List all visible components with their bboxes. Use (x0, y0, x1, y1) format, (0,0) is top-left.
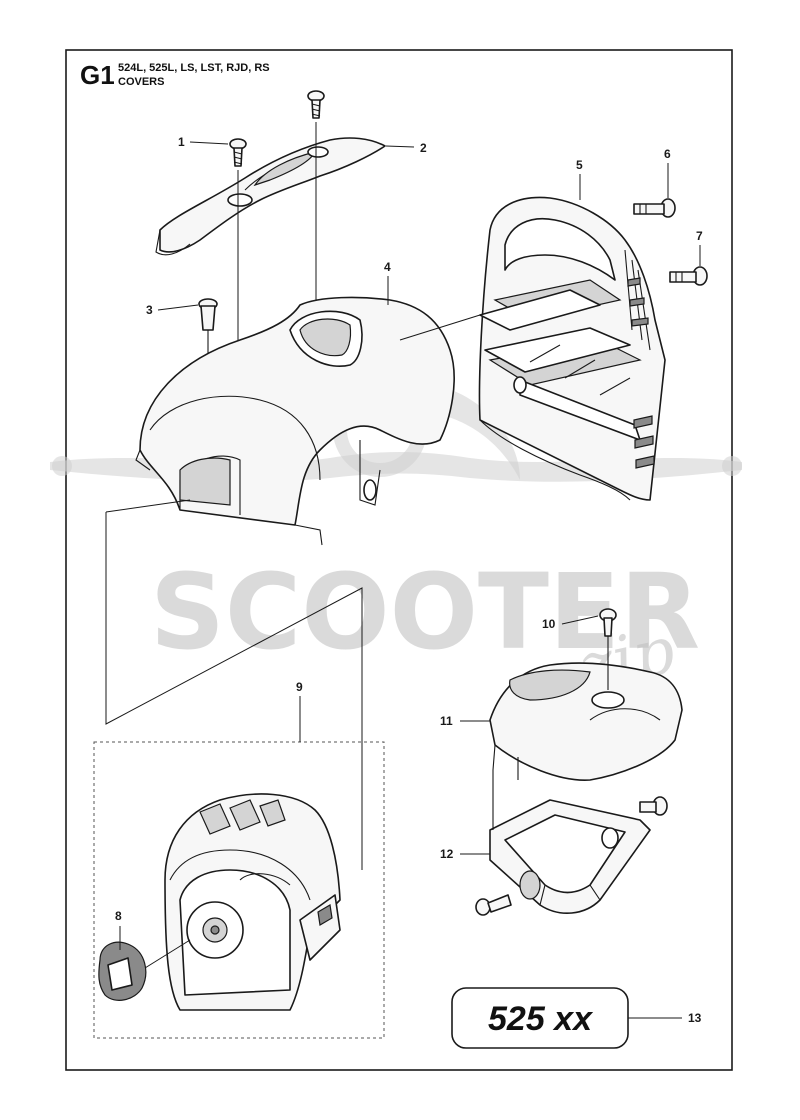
bolt-7 (669, 266, 708, 286)
callout-8: 8 (115, 909, 122, 923)
part-11-small-cover (489, 662, 683, 781)
callout-4: 4 (384, 260, 391, 305)
svg-text:13: 13 (688, 1011, 702, 1025)
callout-3: 3 (146, 303, 199, 317)
section-code: G1 (80, 60, 115, 90)
kit-9-boundary (93, 741, 385, 1039)
callout-13: 13 (628, 1011, 702, 1025)
svg-text:1: 1 (178, 135, 185, 149)
svg-text:6: 6 (664, 147, 671, 161)
callout-12: 12 (440, 847, 490, 861)
part-4-cylinder-cover (135, 296, 455, 546)
bolt-6 (633, 198, 676, 218)
screw-12-right (639, 796, 668, 816)
screw-10 (599, 608, 617, 690)
part-9-cover-assembly (164, 793, 341, 1011)
knob-8 (98, 926, 191, 1001)
callout-1: 1 (178, 135, 229, 149)
svg-text:5: 5 (576, 158, 583, 172)
group-name: COVERS (118, 76, 164, 88)
part-12-lower-bracket (489, 770, 651, 915)
part-5-rear-cover (478, 196, 666, 501)
svg-text:7: 7 (696, 229, 703, 243)
page-border (65, 49, 733, 1071)
callout-10: 10 (542, 615, 599, 631)
svg-text:2: 2 (420, 141, 427, 155)
part-2-top-plate (155, 137, 386, 256)
svg-text:3: 3 (146, 303, 153, 317)
svg-text:10: 10 (542, 617, 556, 631)
callout-7: 7 (696, 229, 703, 266)
callout-2: 2 (385, 141, 427, 155)
guide-line (105, 499, 191, 513)
callout-9: 9 (296, 680, 303, 742)
callout-6: 6 (664, 147, 671, 198)
decal-text: 525 xx (488, 1000, 594, 1038)
callout-5: 5 (576, 158, 583, 200)
model-list: 524L, 525L, LS, LST, RJD, RS (118, 62, 270, 74)
svg-text:4: 4 (384, 260, 391, 274)
guide-line (105, 512, 363, 870)
guide-line (399, 314, 481, 341)
svg-text:11: 11 (440, 714, 453, 728)
callout-11: 11 (440, 714, 490, 728)
svg-text:12: 12 (440, 847, 454, 861)
screw-1 (229, 138, 247, 167)
screw-top (307, 90, 325, 119)
bolt-3 (198, 298, 218, 360)
part-13-decal: 525 xx (451, 987, 629, 1049)
svg-text:8: 8 (115, 909, 122, 923)
screw-12-left (475, 894, 512, 916)
svg-text:9: 9 (296, 680, 303, 694)
